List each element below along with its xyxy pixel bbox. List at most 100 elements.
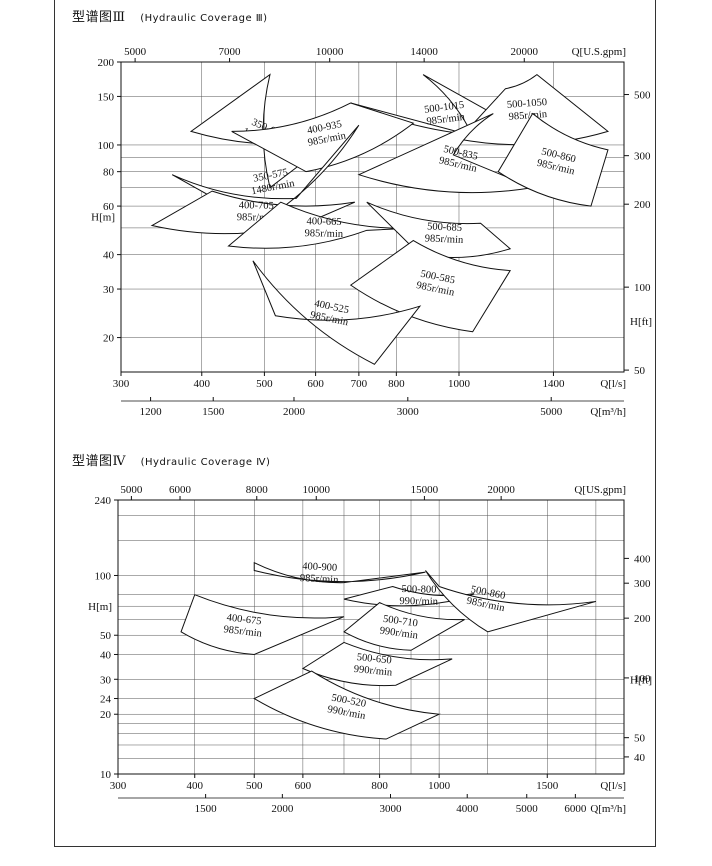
y-axis-label-left: H[m] xyxy=(91,212,115,224)
x-tick-label: 1500 xyxy=(536,780,559,792)
x2-tick-label: 3000 xyxy=(397,406,420,418)
y-tick-label: 20 xyxy=(100,709,112,721)
region-model-label: 500-1050 xyxy=(507,97,548,111)
y-tick-label: 100 xyxy=(95,570,112,582)
y-tick-label: 200 xyxy=(98,57,115,69)
x3-tick-label: 6000 xyxy=(169,484,192,496)
y-tick-label: 60 xyxy=(103,201,115,213)
x3-tick-label: 10000 xyxy=(303,484,331,496)
x2-tick-label: 1500 xyxy=(202,406,225,418)
y2-tick-label: 300 xyxy=(634,151,651,163)
x-tick-label: 1000 xyxy=(448,378,471,390)
region-model-label: 500-650 xyxy=(356,652,392,666)
region-speed-label: 990r/min xyxy=(399,596,438,608)
coverage-region xyxy=(253,670,442,740)
x-axis-label-main: Q[l/s] xyxy=(600,780,626,792)
x-tick-label: 400 xyxy=(194,378,211,390)
x-axis-label-secondary: Q[m³/h] xyxy=(590,803,626,815)
coverage-region xyxy=(357,113,535,194)
x-axis-label-top: Q[U.S.gpm] xyxy=(572,46,626,58)
x3-tick-label: 8000 xyxy=(246,484,269,496)
x-tick-label: 1000 xyxy=(428,780,451,792)
coverage-region xyxy=(180,594,345,655)
region-speed-label: 985r/min xyxy=(300,573,340,586)
region-model-label: 500-685 xyxy=(427,221,462,234)
region-speed-label: 985r/min xyxy=(426,112,466,128)
y2-tick-label: 500 xyxy=(634,90,651,102)
chart1-title-block: 型谱图Ⅲ (Hydraulic Coverage Ⅲ) xyxy=(72,6,268,25)
x3-tick-label: 15000 xyxy=(411,484,439,496)
page-frame xyxy=(54,0,656,847)
y2-tick-label: 100 xyxy=(634,673,651,685)
x2-tick-label: 2000 xyxy=(271,803,294,815)
y2-tick-label: 40 xyxy=(634,752,646,764)
y2-tick-label: 50 xyxy=(634,733,646,745)
y2-tick-label: 400 xyxy=(634,553,651,565)
coverage-region xyxy=(231,102,415,173)
x3-tick-label: 5000 xyxy=(124,46,147,58)
region-model-label: 500-710 xyxy=(382,614,418,630)
y-tick-label: 80 xyxy=(103,167,115,179)
x-tick-label: 800 xyxy=(371,780,388,792)
y-tick-label: 40 xyxy=(103,250,115,262)
x3-tick-label: 20000 xyxy=(487,484,515,496)
x-tick-label: 300 xyxy=(113,378,130,390)
y-tick-label: 150 xyxy=(98,91,115,103)
x3-tick-label: 20000 xyxy=(511,46,539,58)
y2-tick-label: 100 xyxy=(634,282,651,294)
chart2-subtitle: (Hydraulic Coverage Ⅳ) xyxy=(140,457,271,468)
coverage-region xyxy=(301,641,453,687)
chart2-title-block: 型谱图Ⅳ (Hydraulic Coverage Ⅳ) xyxy=(72,450,270,469)
x-tick-label: 700 xyxy=(351,378,368,390)
y-tick-label: 10 xyxy=(100,769,112,781)
x2-tick-label: 1200 xyxy=(140,406,163,418)
y-tick-label: 40 xyxy=(100,649,112,661)
x-tick-label: 1400 xyxy=(542,378,565,390)
region-model-label: 400-900 xyxy=(302,561,338,574)
x2-tick-label: 6000 xyxy=(564,803,587,815)
x2-tick-label: 5000 xyxy=(540,406,563,418)
coverage-region xyxy=(458,73,610,146)
region-model-label: 400-665 xyxy=(306,216,341,228)
x3-tick-label: 7000 xyxy=(219,46,242,58)
region-model-label: 500-1015 xyxy=(424,100,465,116)
x2-tick-label: 2000 xyxy=(283,406,306,418)
coverage-region xyxy=(425,570,597,633)
y-axis-label-left: H[m] xyxy=(88,601,112,613)
x-axis-label-top: Q[US.gpm] xyxy=(574,484,626,496)
region-model-label: 500-800 xyxy=(401,584,436,596)
y2-tick-label: 200 xyxy=(634,199,651,211)
x-tick-label: 500 xyxy=(246,780,263,792)
x2-tick-label: 4000 xyxy=(456,803,479,815)
y2-tick-label: 200 xyxy=(634,613,651,625)
x-tick-label: 500 xyxy=(256,378,273,390)
region-speed-label: 985r/min xyxy=(304,228,343,240)
y-tick-label: 20 xyxy=(103,333,115,345)
y-axis-label-right: H[ft] xyxy=(630,316,652,328)
x3-tick-label: 5000 xyxy=(120,484,143,496)
coverage-region xyxy=(497,112,609,207)
coverage-region xyxy=(252,260,422,365)
x-axis-label-main: Q[l/s] xyxy=(600,378,626,390)
plot-border xyxy=(120,61,625,373)
region-speed-label: 985r/min xyxy=(237,212,276,224)
coverage-region xyxy=(253,561,426,584)
x2-tick-label: 3000 xyxy=(379,803,402,815)
y2-tick-label: 50 xyxy=(634,365,646,377)
x2-tick-label: 5000 xyxy=(516,803,539,815)
region-speed-label: 990r/min xyxy=(379,625,419,641)
chart1-title: 型谱图Ⅲ xyxy=(72,10,126,25)
x2-tick-label: 1500 xyxy=(195,803,218,815)
y2-tick-label: 300 xyxy=(634,578,651,590)
region-model-label: 400-675 xyxy=(226,612,262,627)
x-tick-label: 300 xyxy=(110,780,127,792)
y-tick-label: 100 xyxy=(98,140,115,152)
x3-tick-label: 10000 xyxy=(316,46,344,58)
region-speed-label: 990r/min xyxy=(353,664,393,679)
x-tick-label: 400 xyxy=(186,780,203,792)
x3-tick-label: 14000 xyxy=(410,46,438,58)
coverage-region xyxy=(349,239,512,333)
x-tick-label: 600 xyxy=(295,780,312,792)
